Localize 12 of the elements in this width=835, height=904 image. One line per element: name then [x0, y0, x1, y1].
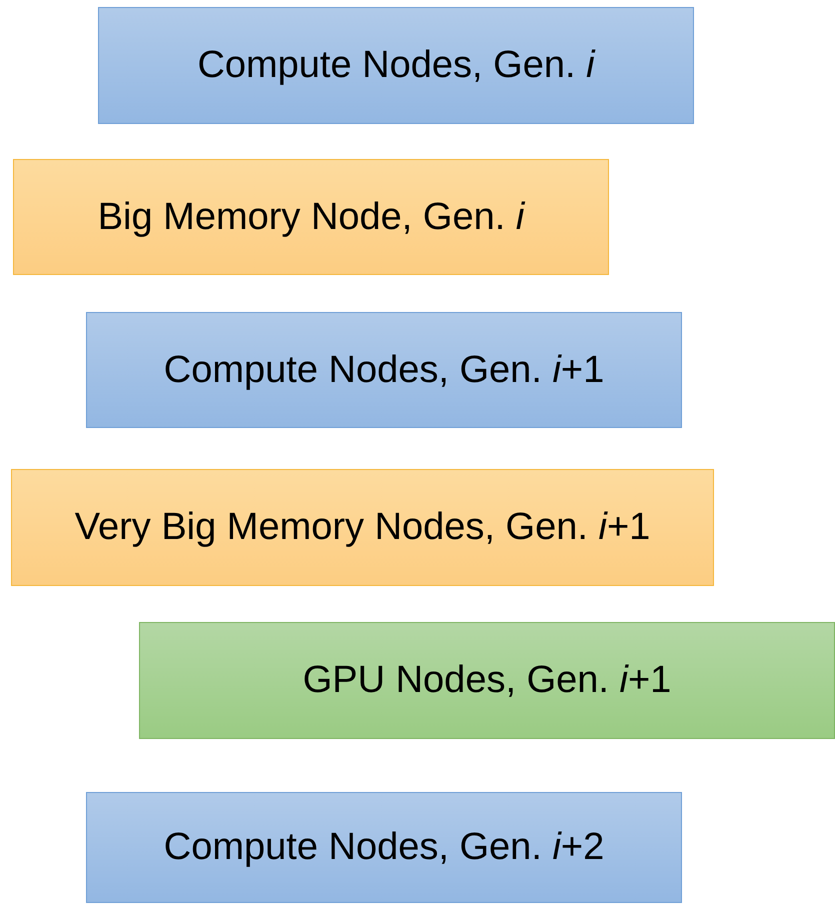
node-box [11, 469, 714, 586]
node-label: Compute Nodes, Gen. i+1 [164, 348, 604, 392]
node-label: Big Memory Node, Gen. i [98, 194, 524, 240]
node-box [13, 159, 609, 275]
node-label: Very Big Memory Nodes, Gen. i+1 [74, 505, 650, 550]
node-label: Compute Nodes, Gen. i [197, 43, 595, 88]
node-box [98, 7, 694, 124]
node-box [86, 312, 682, 428]
node-box [139, 622, 835, 739]
node-label: Compute Nodes, Gen. i+2 [164, 825, 604, 870]
node-label: GPU Nodes, Gen. i+1 [302, 658, 672, 703]
node-box [86, 792, 682, 903]
